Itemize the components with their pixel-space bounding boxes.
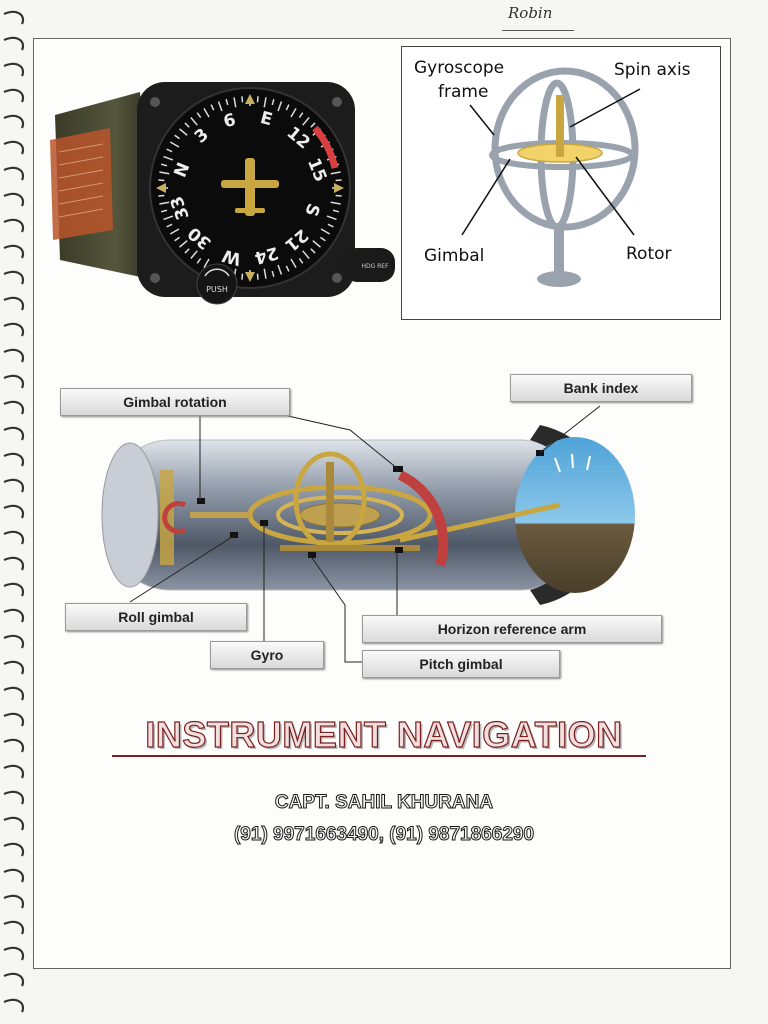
knob-label: HDG REF [361, 263, 389, 270]
callout-gimbal-rotation: Gimbal rotation [60, 388, 290, 416]
spiral-binding [3, 10, 25, 1013]
gyro-label-spin-axis: Spin axis [614, 60, 691, 80]
gyro-label-frame-1: Gyroscope [414, 58, 504, 78]
handwritten-note: Robin [508, 4, 553, 22]
push-label: PUSH [206, 285, 228, 294]
gyroscope-diagram: Gyroscope frame Spin axis Gimbal Rotor [414, 58, 691, 287]
callout-gyro: Gyro [210, 641, 324, 669]
card-label-6: 6 [221, 110, 238, 132]
gyro-label-rotor: Rotor [626, 244, 672, 264]
card-label-n: N [170, 160, 194, 181]
hdg-ref-knob[interactable]: HDG REF [343, 248, 395, 282]
callout-horizon-reference-arm: Horizon reference arm [362, 615, 662, 643]
cover-title: INSTRUMENT NAVIGATION [145, 713, 623, 755]
gyro-label-frame-2: frame [438, 82, 488, 102]
callout-bank-index: Bank index [510, 374, 692, 402]
card-label-w: W [220, 245, 244, 269]
handwritten-underline [502, 30, 574, 31]
attitude-indicator-cutaway [101, 405, 635, 663]
callout-pitch-gimbal: Pitch gimbal [362, 650, 560, 678]
heading-indicator-image: N 3 6 E 12 15 S 21 24 W 30 33 PUSH HDG R… [50, 82, 395, 305]
card-label-e: E [258, 108, 274, 130]
callout-roll-gimbal: Roll gimbal [65, 603, 247, 631]
title-underline [112, 755, 646, 757]
author-name: CAPT. SAHIL KHURANA [274, 792, 494, 814]
gyro-label-gimbal: Gimbal [424, 246, 484, 266]
author-phones: (91) 9971663490, (91) 9871866290 [233, 824, 535, 846]
